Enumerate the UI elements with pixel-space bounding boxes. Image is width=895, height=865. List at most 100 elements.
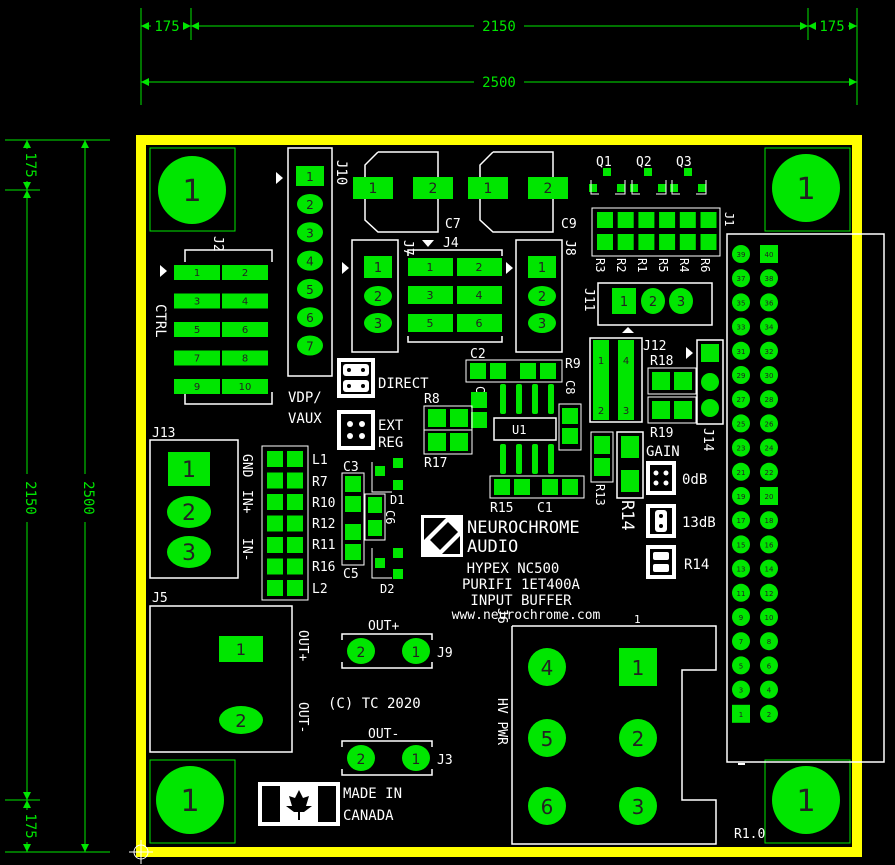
j1-pad bbox=[760, 583, 778, 602]
label-r13: R13 bbox=[593, 484, 607, 506]
j1-pad bbox=[760, 680, 778, 699]
svg-text:Q2: Q2 bbox=[636, 155, 652, 170]
j10-pad-label: 2 bbox=[306, 198, 314, 212]
transistors-q: Q1 Q2 Q3 bbox=[596, 155, 692, 170]
label-out-plus: OUT+ bbox=[368, 619, 399, 634]
j1-pad bbox=[760, 341, 778, 360]
j1-pad-label: 34 bbox=[765, 324, 774, 332]
u1-pin bbox=[516, 384, 522, 414]
j2-pad bbox=[174, 379, 220, 394]
neurochrome-logo bbox=[421, 515, 463, 557]
j1-pad-label: 15 bbox=[737, 541, 746, 549]
j1-pad-label: 23 bbox=[737, 445, 746, 453]
revision-label: R1.0 bbox=[734, 827, 765, 842]
j4-pad-label: 3 bbox=[427, 289, 434, 302]
j1-pad bbox=[732, 632, 750, 651]
j2-pad bbox=[174, 350, 220, 366]
j2-pad bbox=[222, 265, 268, 280]
label-j14: J14 bbox=[700, 428, 715, 452]
rarray-pad bbox=[638, 212, 655, 228]
j1-pad-label: 32 bbox=[765, 348, 774, 356]
svg-text:R10: R10 bbox=[312, 496, 335, 511]
label-ext: EXT bbox=[378, 418, 404, 434]
label-j9: J9 bbox=[437, 646, 453, 661]
label-c9: C9 bbox=[561, 217, 577, 232]
j13-pin-labels: GND IN+ IN- bbox=[239, 454, 254, 561]
dimension-labels: 175 2150 175 2500 175 2150 2500 175 bbox=[22, 17, 848, 842]
label-j3: J3 bbox=[437, 753, 453, 768]
filter-pad bbox=[287, 472, 303, 489]
j1-pad-label: 20 bbox=[765, 493, 774, 501]
jumper-direct bbox=[337, 358, 375, 398]
j1-pad-label: 17 bbox=[737, 517, 746, 525]
svg-text:R7: R7 bbox=[312, 475, 328, 490]
svg-text:2: 2 bbox=[544, 181, 553, 197]
j1-pad bbox=[732, 245, 750, 263]
j1-pad bbox=[732, 317, 750, 336]
label-c1: C1 bbox=[537, 501, 553, 516]
label-j5: J5 bbox=[152, 591, 168, 606]
resistor-r19 bbox=[647, 396, 697, 424]
filter-pad bbox=[267, 494, 283, 510]
svg-text:U1: U1 bbox=[512, 423, 526, 437]
j1-pad bbox=[732, 511, 750, 530]
q-outline bbox=[671, 180, 680, 195]
jumper-gain-0db bbox=[646, 461, 676, 495]
canada-flag-icon bbox=[258, 782, 340, 826]
svg-text:2: 2 bbox=[598, 406, 604, 417]
label-j12: J12 bbox=[643, 339, 666, 354]
j4-pad-label: 2 bbox=[476, 261, 483, 274]
svg-text:1: 1 bbox=[374, 261, 382, 276]
mounting-hole-bl: 1 bbox=[149, 759, 236, 844]
cap-c9 bbox=[479, 151, 554, 233]
label-c8: C8 bbox=[563, 380, 577, 394]
label-r9: R9 bbox=[565, 357, 581, 372]
j2-pad-label: 7 bbox=[194, 354, 200, 365]
label-direct: DIRECT bbox=[378, 376, 429, 392]
j1-pad-label: 26 bbox=[765, 420, 774, 428]
j1-pad-label: 7 bbox=[739, 638, 743, 646]
j2-pad bbox=[174, 322, 220, 337]
svg-text:R6: R6 bbox=[698, 258, 712, 272]
label-c2: C2 bbox=[470, 347, 486, 362]
j1-pad-label: 13 bbox=[737, 566, 746, 574]
j1-pad-label: 31 bbox=[737, 348, 746, 356]
cap-c2-r9 bbox=[465, 359, 563, 383]
j1-pad-label: 5 bbox=[739, 662, 743, 670]
svg-text:1: 1 bbox=[632, 656, 645, 680]
dim-left-bottom: 175 bbox=[22, 813, 38, 838]
svg-text:1: 1 bbox=[182, 174, 201, 209]
text-line-2: PURIFI 1ET400A bbox=[462, 577, 581, 593]
dim-top-left: 175 bbox=[154, 19, 179, 35]
label-r19: R19 bbox=[650, 426, 673, 441]
j1-pad-label: 1 bbox=[739, 711, 743, 719]
svg-text:4: 4 bbox=[623, 356, 629, 367]
dim-top-middle: 2150 bbox=[482, 19, 516, 35]
j10-pad bbox=[297, 335, 323, 356]
label-j2: J2 bbox=[210, 236, 225, 252]
label-j5-outp: OUT+ bbox=[295, 630, 310, 661]
svg-text:2: 2 bbox=[182, 501, 196, 526]
svg-text:L1: L1 bbox=[312, 453, 328, 468]
j1-pad bbox=[732, 680, 750, 699]
svg-text:3: 3 bbox=[374, 317, 382, 332]
svg-text:3: 3 bbox=[538, 317, 546, 332]
svg-text:1: 1 bbox=[634, 613, 641, 626]
label-j8: J8 bbox=[562, 240, 577, 256]
u1-pin bbox=[532, 384, 538, 414]
j2-pad-label: 5 bbox=[194, 325, 200, 336]
j4-pad bbox=[457, 286, 502, 304]
label-gain: GAIN bbox=[646, 444, 680, 460]
svg-text:2: 2 bbox=[357, 645, 366, 661]
j1-pad bbox=[760, 245, 778, 263]
j2-pad-label: 2 bbox=[242, 268, 248, 279]
j1-pad-label: 22 bbox=[765, 469, 774, 477]
j2-pad bbox=[222, 350, 268, 366]
j2-pad-label: 9 bbox=[194, 382, 200, 393]
board-outline bbox=[136, 135, 862, 857]
j1-pad bbox=[760, 704, 778, 723]
ic-u1: U1 bbox=[493, 384, 557, 474]
svg-text:2: 2 bbox=[429, 181, 438, 197]
j1-pad-label: 28 bbox=[765, 396, 774, 404]
svg-text:2: 2 bbox=[374, 290, 382, 305]
